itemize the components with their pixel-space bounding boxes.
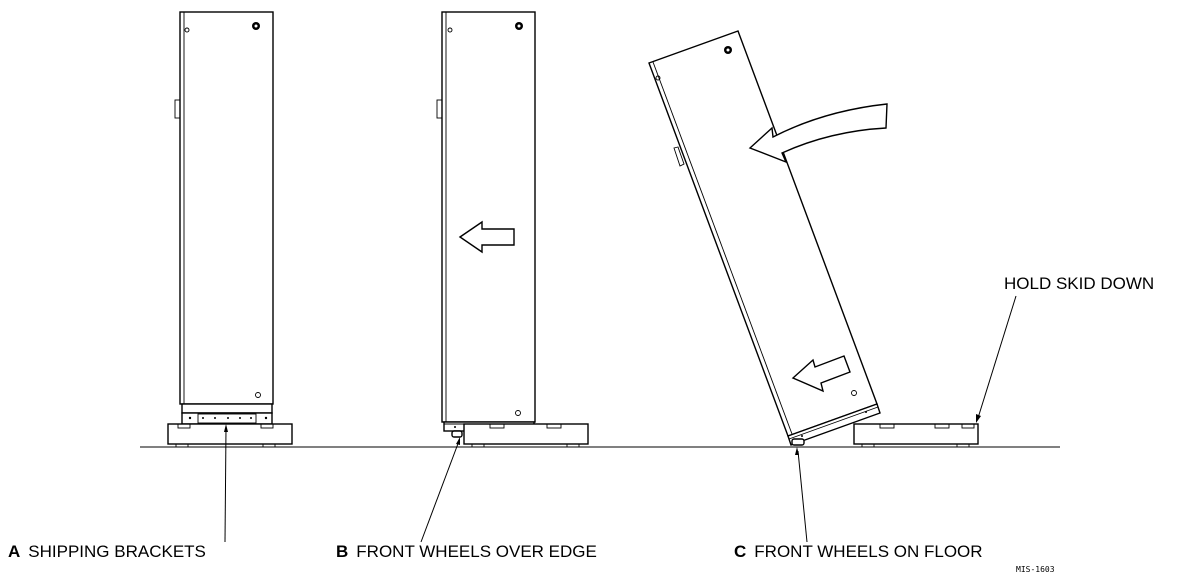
label-hold-skid: HOLD SKID DOWN	[1004, 274, 1155, 293]
label-c: C FRONT WHEELS ON FLOOR	[734, 542, 983, 562]
drawing-code: MIS-1603	[1016, 565, 1055, 574]
label-a-text: SHIPPING BRACKETS	[28, 542, 206, 561]
skid-b	[463, 423, 589, 448]
curved-arrow-icon	[748, 103, 888, 164]
left-arrow-icon	[458, 220, 515, 254]
cabinet-a	[174, 11, 274, 425]
label-b-letter: B	[336, 542, 349, 561]
label-b: B FRONT WHEELS OVER EDGE	[336, 542, 597, 562]
skid-c	[853, 423, 979, 448]
label-a: A SHIPPING BRACKETS	[8, 542, 206, 562]
label-c-letter: C	[734, 542, 747, 561]
label-a-letter: A	[8, 542, 21, 561]
label-c-text: FRONT WHEELS ON FLOOR	[754, 542, 983, 561]
cabinet-b	[436, 11, 536, 438]
cabinet-c	[648, 30, 881, 446]
label-b-text: FRONT WHEELS OVER EDGE	[356, 542, 597, 561]
skid-a	[167, 423, 293, 448]
left-arrow-icon	[791, 355, 851, 393]
